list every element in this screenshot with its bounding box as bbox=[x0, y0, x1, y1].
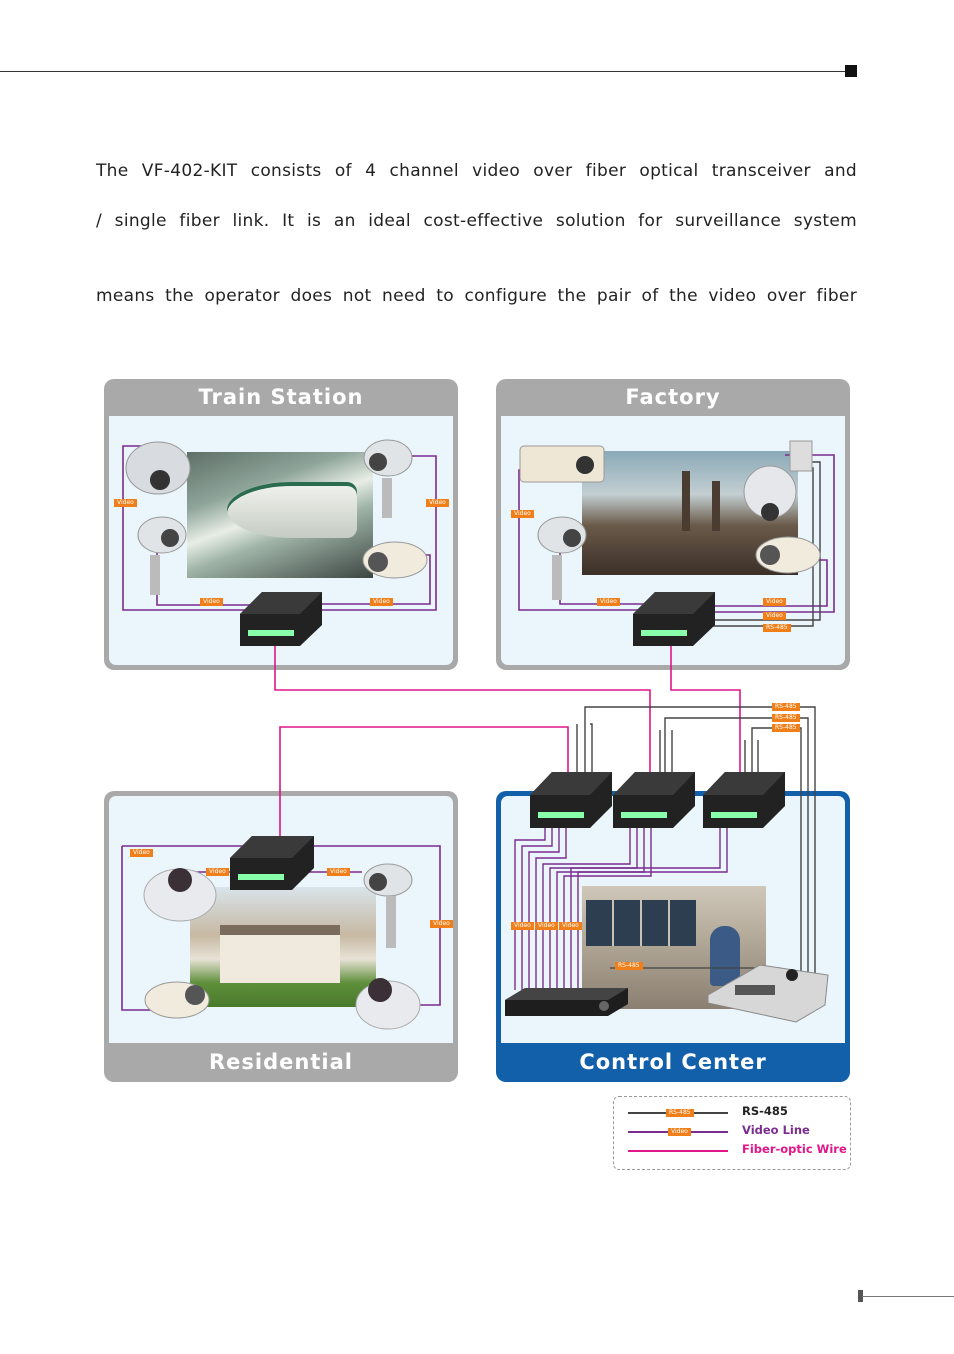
bullet-camera-residential bbox=[363, 863, 413, 948]
video-tag: Video bbox=[511, 922, 534, 930]
ptz-speed-dome-factory bbox=[743, 440, 813, 521]
video-tag: Video bbox=[763, 598, 786, 606]
residential-photo bbox=[190, 887, 376, 1007]
legend-video-line: Video Video Line bbox=[628, 1123, 848, 1138]
paragraph-line-3: means the operator does not need to conf… bbox=[96, 286, 857, 306]
rs485-tag: RS-485 bbox=[772, 724, 800, 732]
video-tag: Video bbox=[206, 868, 229, 876]
legend-fiber-optic: Fiber-optic Wire bbox=[628, 1142, 848, 1157]
dome-camera-residential-1 bbox=[143, 868, 217, 922]
legend-rs485: RS-485 RS-485 bbox=[628, 1104, 848, 1119]
transceiver-train bbox=[240, 592, 322, 646]
video-tag: Video bbox=[200, 598, 223, 606]
panel-title-train-station: Train Station bbox=[198, 385, 364, 409]
transceiver-control-2 bbox=[613, 772, 695, 828]
control-rs485-lines bbox=[576, 706, 816, 975]
panel-title-control-center: Control Center bbox=[579, 1050, 767, 1074]
transceiver-control-1 bbox=[530, 772, 612, 828]
ptz-keyboard-controller bbox=[707, 964, 829, 1023]
header-square-marker bbox=[845, 65, 857, 77]
dome-camera-residential-2 bbox=[355, 978, 421, 1030]
panel-title-factory: Factory bbox=[625, 385, 721, 409]
dome-camera-train bbox=[125, 441, 191, 495]
legend: RS-485 RS-485 Video Video Line Fiber-opt… bbox=[613, 1096, 851, 1170]
legend-label-video-line: Video Line bbox=[742, 1123, 810, 1137]
video-tag: Video bbox=[327, 868, 350, 876]
box-camera-residential bbox=[144, 981, 210, 1019]
bullet-camera-train-2 bbox=[363, 439, 413, 518]
video-tag: Video bbox=[130, 849, 153, 857]
video-tag: Video bbox=[426, 499, 449, 507]
transceiver-residential bbox=[230, 836, 314, 890]
bullet-camera-train-1 bbox=[137, 516, 187, 595]
rs485-tag: RS-485 bbox=[763, 624, 791, 632]
video-tag: Video bbox=[559, 922, 582, 930]
video-tag: Video bbox=[763, 612, 786, 620]
rs485-tag: RS-485 bbox=[615, 962, 643, 970]
rs485-tag: RS-485 bbox=[666, 1109, 694, 1117]
video-tag: Video bbox=[114, 499, 137, 507]
video-tag: Video bbox=[511, 510, 534, 518]
video-tag: Video bbox=[370, 598, 393, 606]
fiber-optic-lines bbox=[274, 640, 741, 836]
legend-label-fiber-optic: Fiber-optic Wire bbox=[742, 1142, 847, 1156]
box-camera-factory bbox=[755, 536, 821, 574]
bullet-camera-factory bbox=[537, 516, 587, 600]
rs485-tag: RS-485 bbox=[772, 714, 800, 722]
rs485-tag: RS-485 bbox=[772, 703, 800, 711]
control-video-lines bbox=[514, 820, 728, 990]
panel-title-residential: Residential bbox=[209, 1050, 353, 1074]
transceiver-control-3 bbox=[703, 772, 785, 828]
footer-rule bbox=[862, 1296, 954, 1297]
paragraph-line-1: The VF-402-KIT consists of 4 channel vid… bbox=[96, 161, 857, 181]
video-tag: Video bbox=[597, 598, 620, 606]
video-tag: Video bbox=[430, 920, 453, 928]
legend-label-rs485: RS-485 bbox=[742, 1104, 788, 1118]
footer-tick bbox=[858, 1290, 863, 1302]
dvr-recorder bbox=[505, 988, 628, 1016]
video-tag: Video bbox=[668, 1128, 691, 1136]
header-rule bbox=[0, 71, 846, 72]
paragraph-line-2: / single fiber link. It is an ideal cost… bbox=[96, 211, 857, 231]
box-camera-train bbox=[362, 541, 428, 579]
train-photo bbox=[187, 452, 373, 578]
housing-camera-factory bbox=[519, 445, 605, 483]
transceiver-factory bbox=[633, 592, 715, 646]
video-tag: Video bbox=[535, 922, 558, 930]
